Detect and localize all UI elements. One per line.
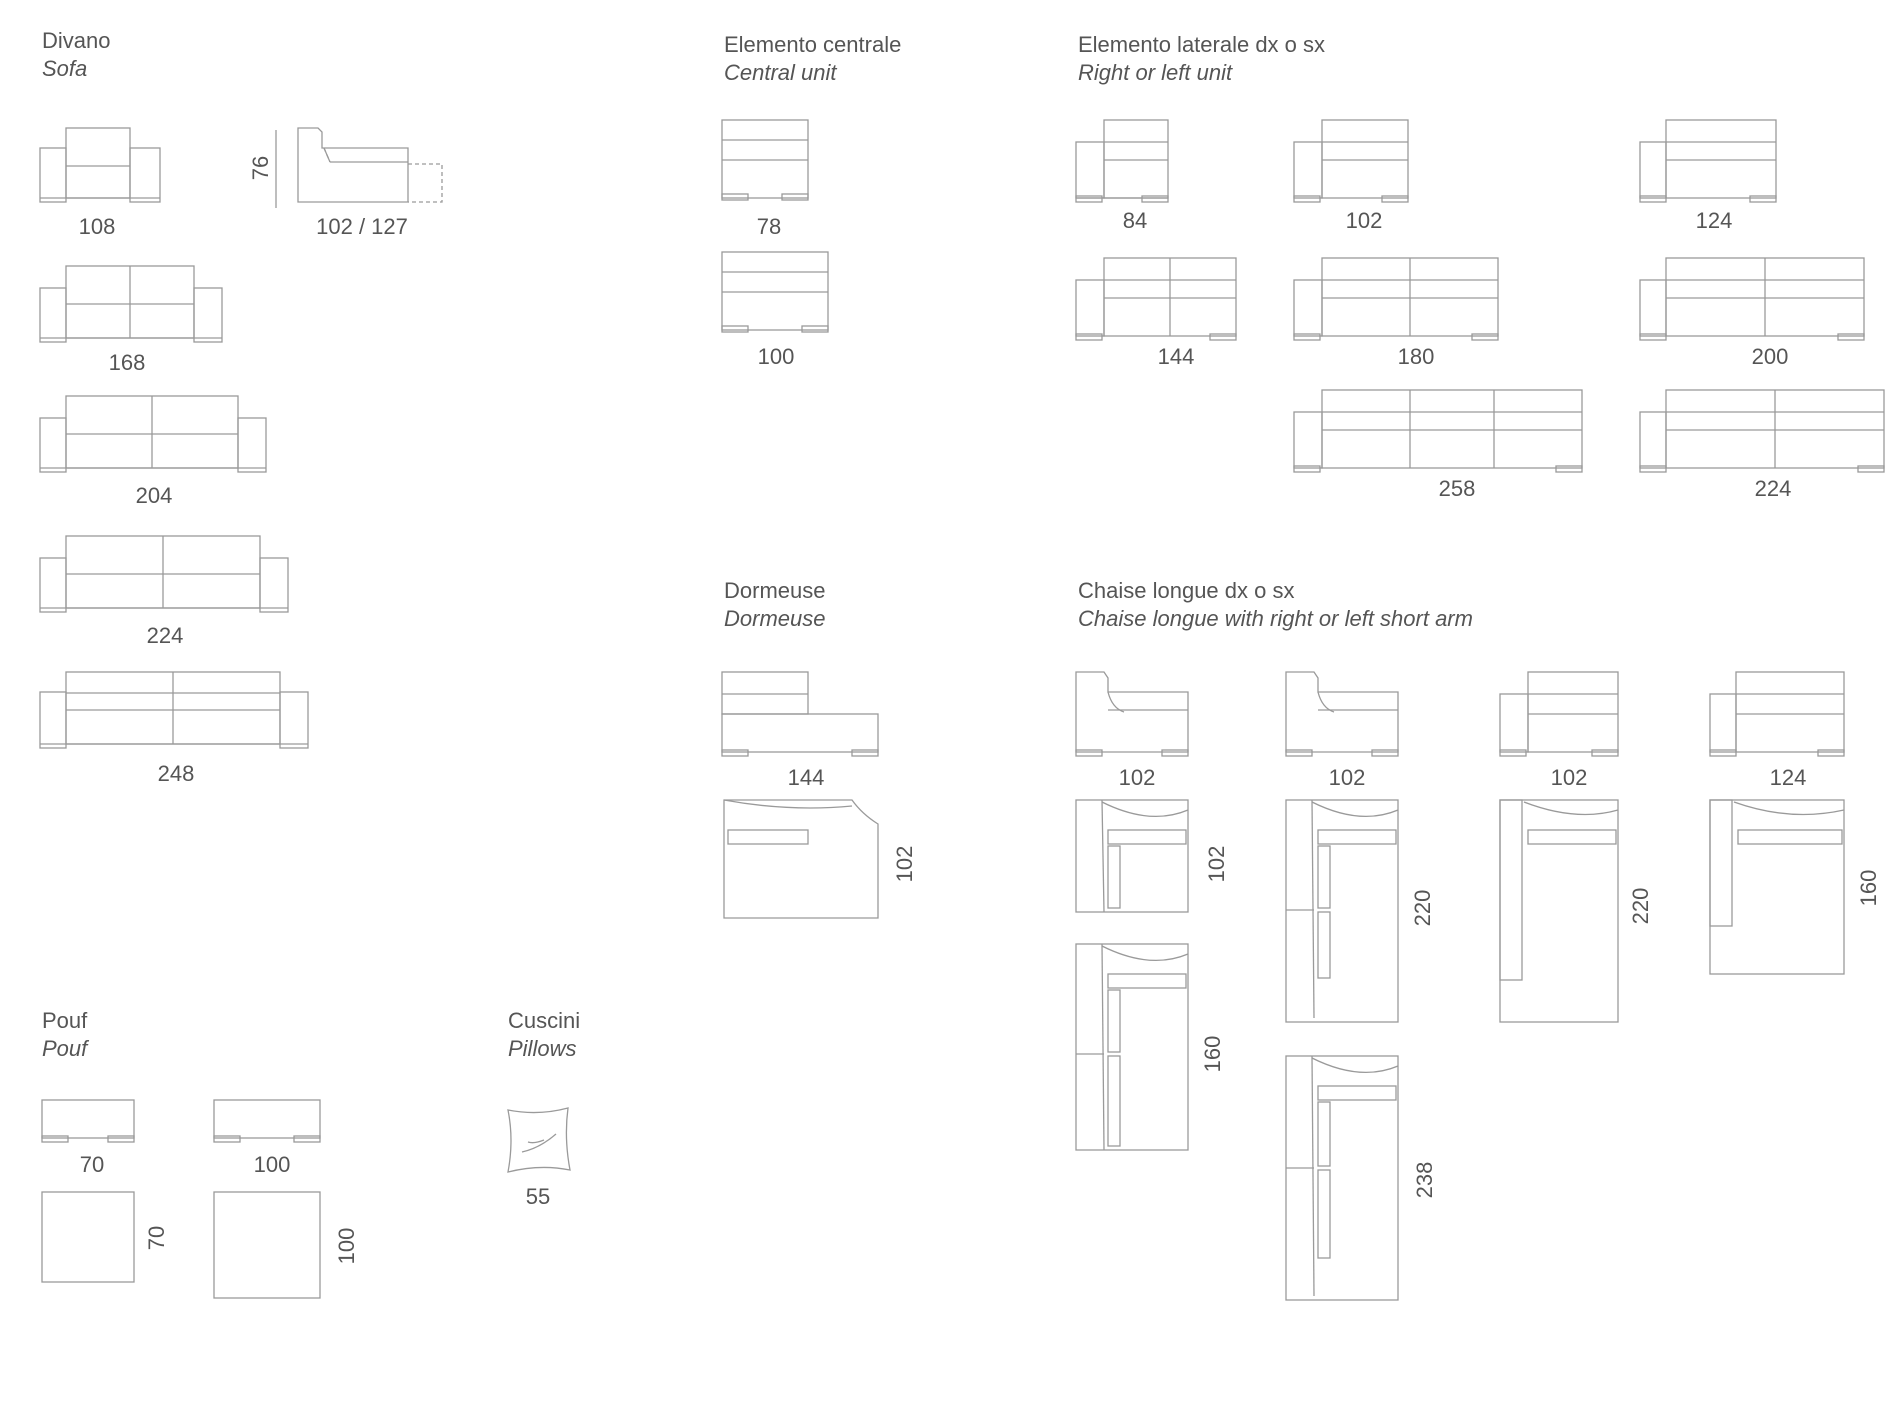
pillows-subtitle: Pillows <box>508 1036 576 1061</box>
lateral-title: Elemento laterale dx o sx <box>1078 32 1325 57</box>
chaise-front-view-2 <box>1285 671 1399 757</box>
dimension-label: 102 <box>1551 765 1588 790</box>
dimension-label: 160 <box>1856 870 1881 907</box>
dimension-label: 102 <box>892 846 917 883</box>
lateral-unit-180 <box>1293 257 1499 341</box>
dimension-label: 224 <box>147 623 184 648</box>
dimension-label: 144 <box>1158 344 1195 369</box>
sofa-168-front-view <box>39 265 223 343</box>
dimension-label: 258 <box>1439 476 1476 501</box>
sofa-224-front-view <box>39 535 289 613</box>
lateral-unit-258 <box>1293 389 1583 473</box>
pouf-100-top-view <box>213 1191 321 1299</box>
chaise-front-view-3 <box>1499 671 1619 757</box>
dimension-label: 124 <box>1696 208 1733 233</box>
chaise-top-view-102 <box>1075 799 1189 913</box>
dimension-label: 220 <box>1628 888 1653 925</box>
chaise-front-view-1 <box>1075 671 1189 757</box>
dimension-label: 84 <box>1123 208 1147 233</box>
lateral-unit-102 <box>1293 119 1409 203</box>
lateral-unit-200 <box>1639 257 1865 341</box>
lateral-subtitle: Right or left unit <box>1078 60 1233 85</box>
dimension-label: 160 <box>1200 1036 1225 1073</box>
sofa-title: Divano <box>42 28 110 53</box>
lateral-unit-124 <box>1639 119 1777 203</box>
chaise-top-view-238 <box>1285 1055 1399 1301</box>
central-unit-78 <box>721 119 809 201</box>
dormeuse-top-view <box>723 799 879 919</box>
chaise-top-view-160-short-arm <box>1709 799 1845 975</box>
sofa-248-front-view <box>39 671 309 749</box>
dimension-label: 70 <box>80 1152 104 1177</box>
central-title: Elemento centrale <box>724 32 901 57</box>
dimension-label: 124 <box>1770 765 1807 790</box>
dimension-label: 108 <box>79 214 116 239</box>
dormeuse-subtitle: Dormeuse <box>724 606 825 631</box>
dimension-label: 224 <box>1755 476 1792 501</box>
chaise-title: Chaise longue dx o sx <box>1078 578 1294 603</box>
dimension-label: 78 <box>757 214 781 239</box>
dimension-label: 248 <box>158 761 195 786</box>
dimension-label: 55 <box>526 1184 550 1209</box>
pouf-70-top-view <box>41 1191 135 1283</box>
dimension-label: 100 <box>254 1152 291 1177</box>
dormeuse-title: Dormeuse <box>724 578 825 603</box>
sofa-204-front-view <box>39 395 267 473</box>
dimension-label: 102 <box>1329 765 1366 790</box>
dimension-label: 180 <box>1398 344 1435 369</box>
chaise-subtitle: Chaise longue with right or left short a… <box>1078 606 1473 631</box>
dimension-label: 204 <box>136 483 173 508</box>
lateral-unit-144 <box>1075 257 1237 341</box>
pouf-subtitle: Pouf <box>42 1036 90 1061</box>
dimension-label: 102 <box>1119 765 1156 790</box>
pouf-title: Pouf <box>42 1008 88 1033</box>
dimension-label: 70 <box>144 1226 169 1250</box>
pouf-100-front-view <box>213 1099 321 1143</box>
dimension-label: 100 <box>334 1228 359 1265</box>
chaise-top-view-220 <box>1285 799 1399 1023</box>
sofa-side-view <box>275 127 443 208</box>
dimension-label: 168 <box>109 350 146 375</box>
dimension-label: 144 <box>788 765 825 790</box>
dimension-label: 238 <box>1412 1162 1437 1199</box>
chaise-front-view-4 <box>1709 671 1845 757</box>
chaise-top-view-220-short-arm <box>1499 799 1619 1023</box>
dimension-label: 100 <box>758 344 795 369</box>
central-unit-100 <box>721 251 829 333</box>
dimension-label: 102 <box>1346 208 1383 233</box>
central-subtitle: Central unit <box>724 60 837 85</box>
lateral-unit-224 <box>1639 389 1885 473</box>
dimension-label: 200 <box>1752 344 1789 369</box>
lateral-unit-84 <box>1075 119 1169 203</box>
pillows-title: Cuscini <box>508 1008 580 1033</box>
sofa-subtitle: Sofa <box>42 56 87 81</box>
dimension-label: 76 <box>248 156 273 180</box>
dimension-label: 220 <box>1410 890 1435 927</box>
sofa-108-front-view <box>39 127 161 203</box>
dormeuse-front-view <box>721 671 879 757</box>
chaise-top-view-160 <box>1075 943 1189 1151</box>
dimension-label: 102 / 127 <box>316 214 408 239</box>
dimension-label: 102 <box>1204 846 1229 883</box>
pouf-70-front-view <box>41 1099 135 1143</box>
pillow-55 <box>507 1107 571 1173</box>
